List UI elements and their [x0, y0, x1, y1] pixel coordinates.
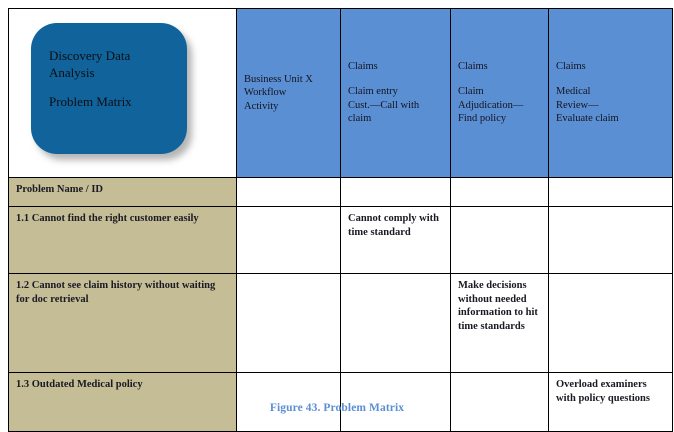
table-header-row: Discovery Data Analysis Problem Matrix B… [8, 8, 673, 178]
cell-r3-c4: Overload examiners with policy questions [548, 372, 673, 432]
table-row: 1.2 Cannot see claim history without wai… [8, 273, 673, 373]
column-header-claim-entry: Claims Claim entry Cust.—Call with claim [340, 8, 451, 178]
title-box-cell: Discovery Data Analysis Problem Matrix [8, 8, 237, 178]
cell-r1-c3 [450, 206, 549, 274]
column-header-claim-adjudication: Claims Claim Adjudication— Find policy [450, 8, 549, 178]
header-detail-line-3: Find policy [458, 113, 507, 125]
title-rounded-box: Discovery Data Analysis Problem Matrix [31, 23, 187, 154]
cell-r3-c3 [450, 372, 549, 432]
header-detail-line-1: Business Unit X [244, 73, 313, 85]
cell-r1-c4 [548, 206, 673, 274]
cell-r1-c2: Cannot comply with time standard [340, 206, 451, 274]
header-detail-line-3: claim [348, 113, 372, 125]
cell-r2-c1 [236, 273, 341, 373]
row-label-problem-1-2: 1.2 Cannot see claim history without wai… [8, 273, 237, 373]
header-detail-line-3: Activity [244, 100, 279, 112]
subheader-empty-cell-2 [340, 177, 451, 207]
table-row: 1.3 Outdated Medical policy Overload exa… [8, 372, 673, 432]
header-detail-line-3: Evaluate claim [556, 113, 619, 125]
problem-matrix-table: Discovery Data Analysis Problem Matrix B… [8, 8, 673, 432]
header-detail-line-2: Review— [556, 99, 599, 111]
table-row: 1.1 Cannot find the right customer easil… [8, 206, 673, 274]
title-line-2: Analysis [49, 65, 95, 81]
header-detail-line-1: Claim entry [348, 85, 398, 97]
title-line-1: Discovery Data [49, 48, 131, 63]
subheader-empty-cell-1 [236, 177, 341, 207]
header-detail-line-2: Adjudication— [458, 99, 524, 111]
cell-r2-c4 [548, 273, 673, 373]
header-group-label: Claims [348, 61, 378, 73]
header-group-label: Claims [556, 61, 586, 73]
row-label-problem-1-1: 1.1 Cannot find the right customer easil… [8, 206, 237, 274]
cell-r2-c2 [340, 273, 451, 373]
subheader-empty-cell-4 [548, 177, 673, 207]
header-group-label: Claims [458, 61, 488, 73]
row-label-problem-1-3: 1.3 Outdated Medical policy [8, 372, 237, 432]
column-header-medical-review: Claims Medical Review— Evaluate claim [548, 8, 673, 178]
cell-r2-c3: Make decisions without needed informatio… [450, 273, 549, 373]
header-detail-line-1: Medical [556, 85, 591, 97]
cell-r1-c1 [236, 206, 341, 274]
header-detail-line-2: Cust.—Call with [348, 99, 420, 111]
header-detail-line-2: Workflow [244, 87, 287, 99]
column-header-business-unit: Business Unit X Workflow Activity [236, 8, 341, 178]
cell-r3-c2 [340, 372, 451, 432]
figure-caption: Figure 43. Problem Matrix [269, 402, 405, 414]
header-detail-line-1: Claim [458, 85, 484, 97]
problem-matrix-container: Discovery Data Analysis Problem Matrix B… [8, 8, 673, 432]
title-line-3: Problem Matrix [49, 93, 132, 109]
subheader-empty-cell-3 [450, 177, 549, 207]
subheader-problem-name-id: Problem Name / ID [8, 177, 237, 207]
table-subheader-row: Problem Name / ID [8, 177, 673, 207]
